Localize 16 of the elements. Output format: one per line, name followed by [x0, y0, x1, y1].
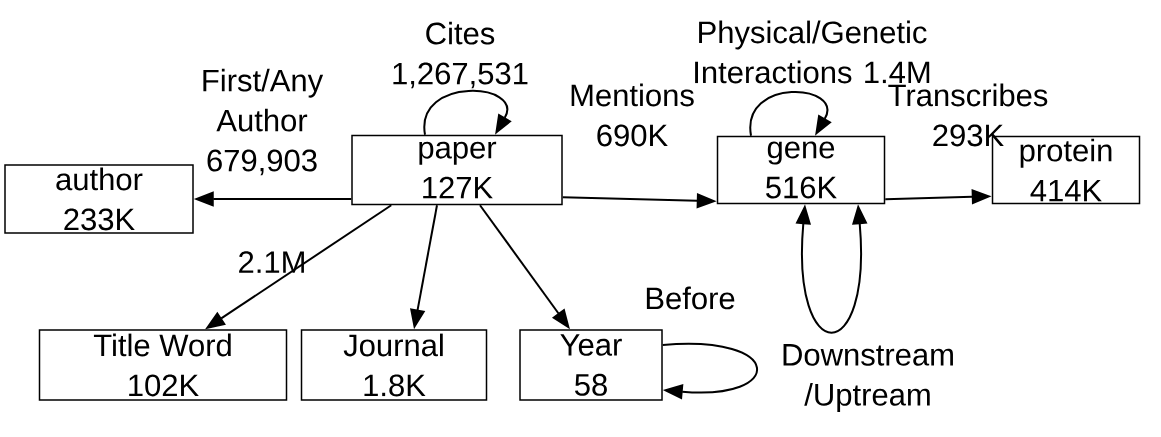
edge-label: Downstream /Uptream	[783, 344, 953, 412]
edge-label: Before	[646, 286, 735, 310]
entity-box: author 233K	[4, 164, 194, 234]
entity-box: paper 127K	[351, 134, 563, 206]
arrow	[749, 91, 832, 137]
edge-label: Cites 1,267,531	[393, 21, 528, 89]
edge-label: 2.1M	[239, 251, 304, 273]
entity-box: gene 516K	[716, 135, 886, 205]
edge-label: Physical/Genetic Interactions 1.4M	[695, 20, 930, 84]
entity-box: Journal 1.8K	[300, 329, 488, 401]
entity-box: Year 58	[519, 329, 663, 401]
arrow	[661, 342, 758, 400]
edge-label: First/Any Author 679,903	[203, 68, 324, 176]
arrow	[423, 89, 512, 136]
entity-box: Title Word 102K	[38, 329, 288, 401]
edge-label: Mentions 690K	[571, 83, 694, 147]
